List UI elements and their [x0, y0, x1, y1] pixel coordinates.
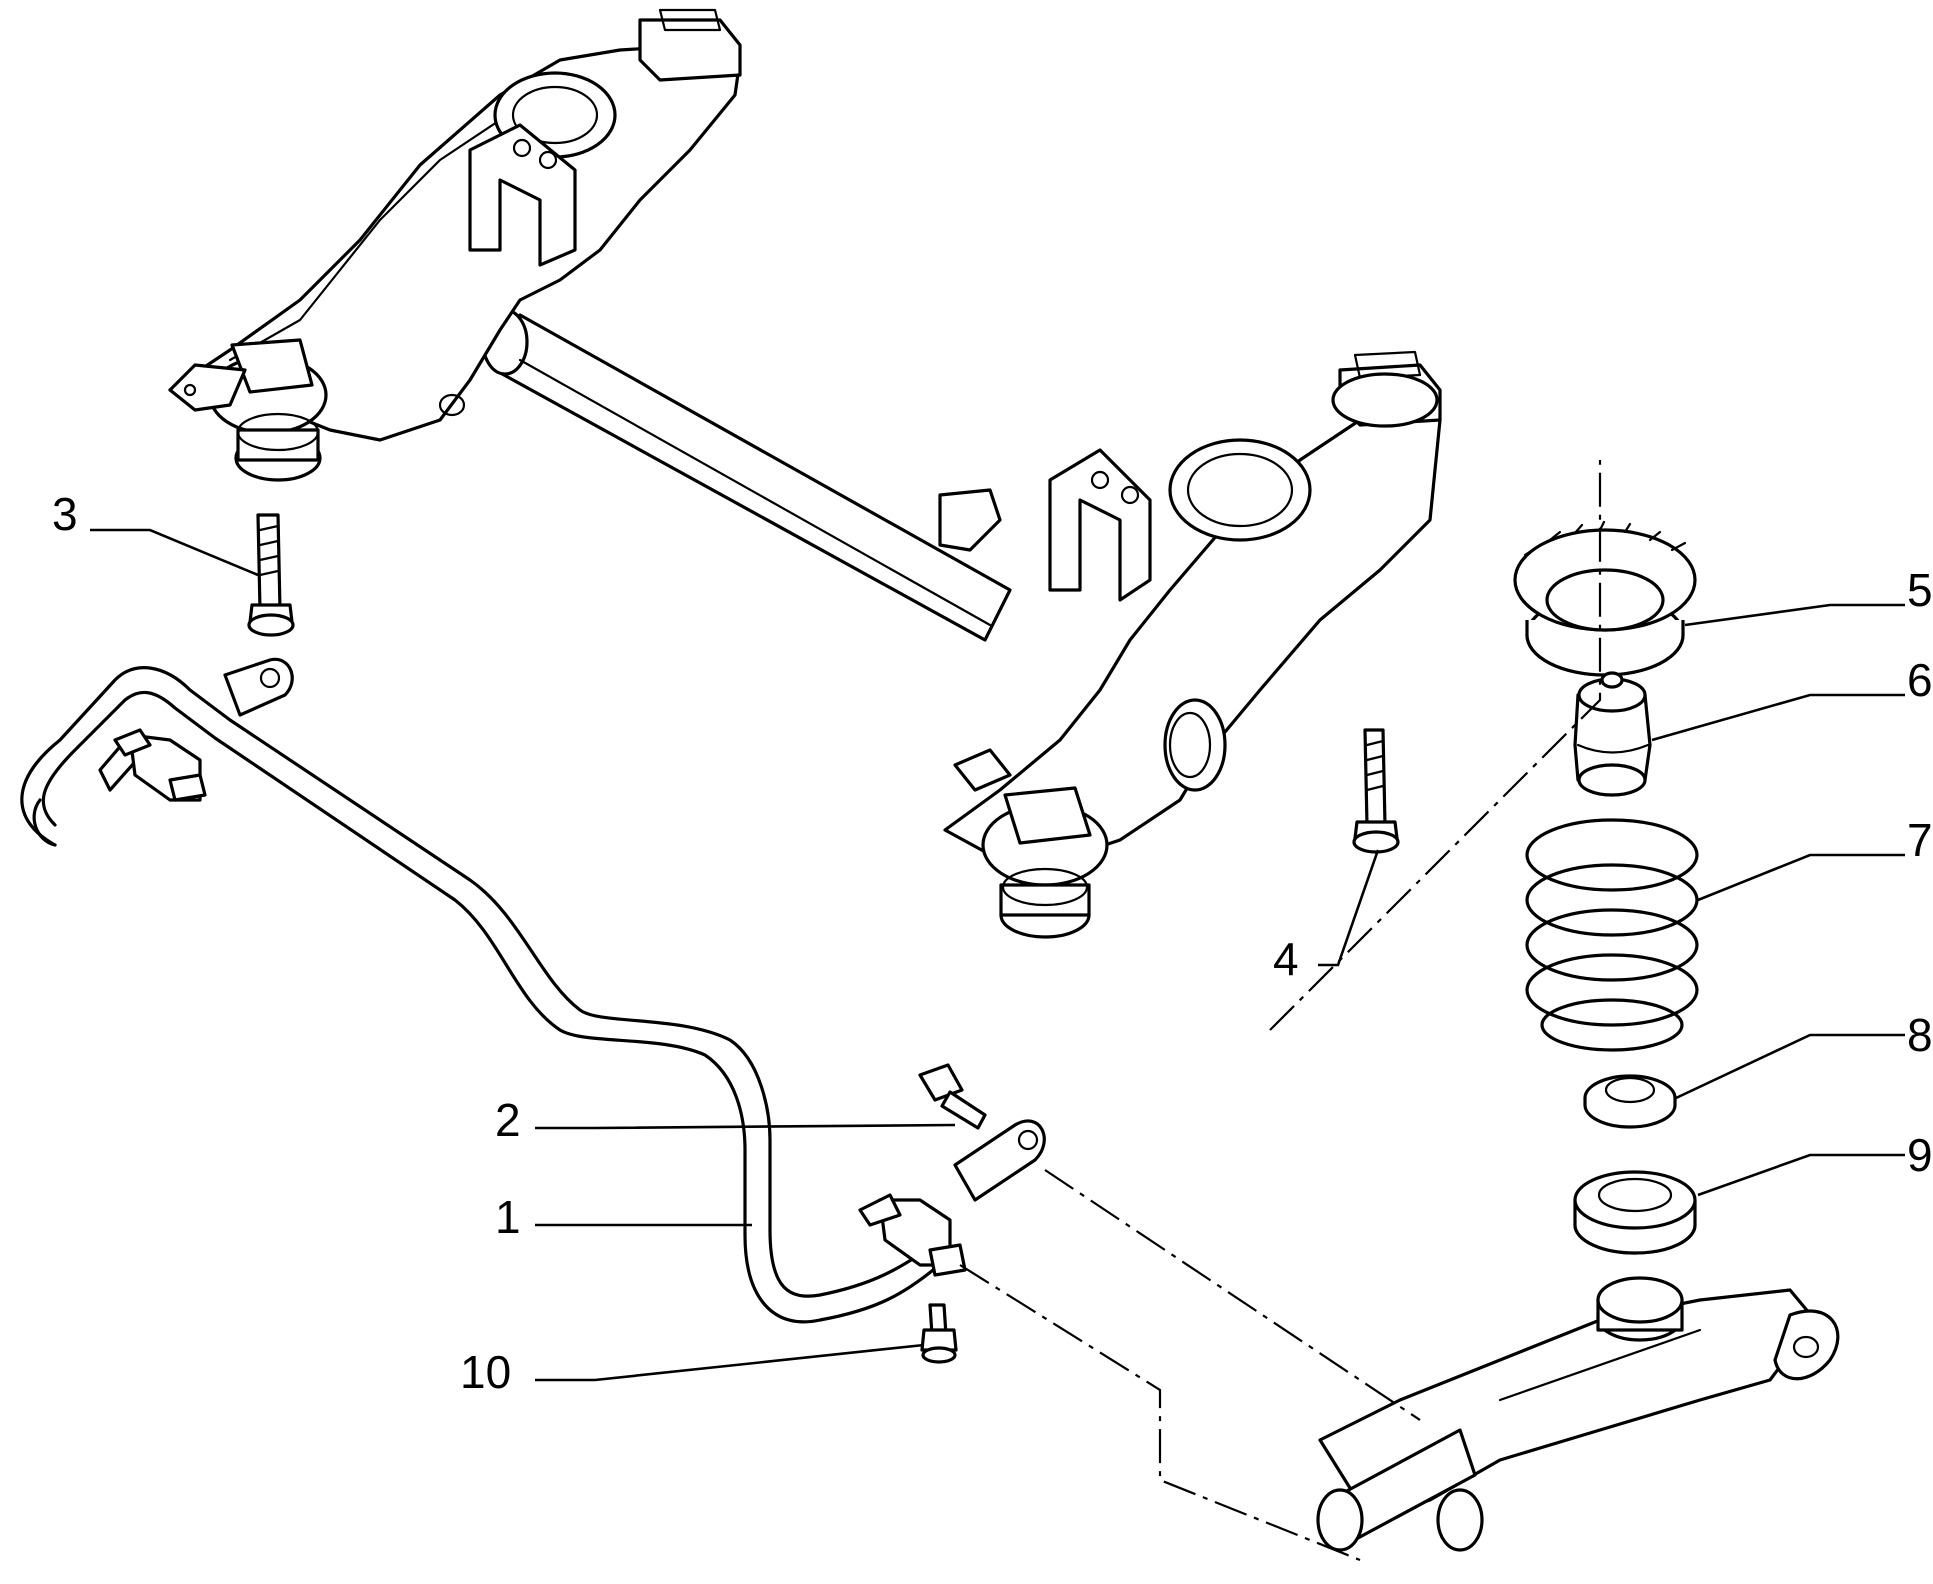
callout-2: 2 [495, 1094, 521, 1146]
callout-9: 9 [1907, 1129, 1933, 1181]
callout-6: 6 [1907, 654, 1933, 706]
bolt-10 [920, 1303, 958, 1364]
spring-upper-seat-5 [1513, 520, 1697, 677]
callout-3: 3 [52, 488, 78, 540]
bolt-4 [1352, 728, 1400, 854]
rear-axle-crossmember [168, 8, 1442, 939]
coil-spring-7 [1525, 818, 1699, 1052]
callout-8: 8 [1907, 1009, 1933, 1061]
anti-roll-bar [20, 657, 1046, 1324]
assembly-lines [959, 460, 1602, 1562]
callout-10: 10 [460, 1346, 511, 1398]
spring-pad-8 [1583, 1074, 1677, 1129]
spring-lower-seat-9 [1573, 1170, 1697, 1255]
bolt-3 [247, 513, 295, 637]
leader-lines [90, 528, 1905, 1382]
bolt-2 [918, 1063, 987, 1130]
bump-stop-6 [1573, 671, 1652, 797]
trailing-arm [1316, 1276, 1840, 1552]
callout-1: 1 [495, 1191, 521, 1243]
callout-5: 5 [1907, 564, 1933, 616]
callout-7: 7 [1907, 814, 1933, 866]
callout-4: 4 [1273, 933, 1299, 985]
